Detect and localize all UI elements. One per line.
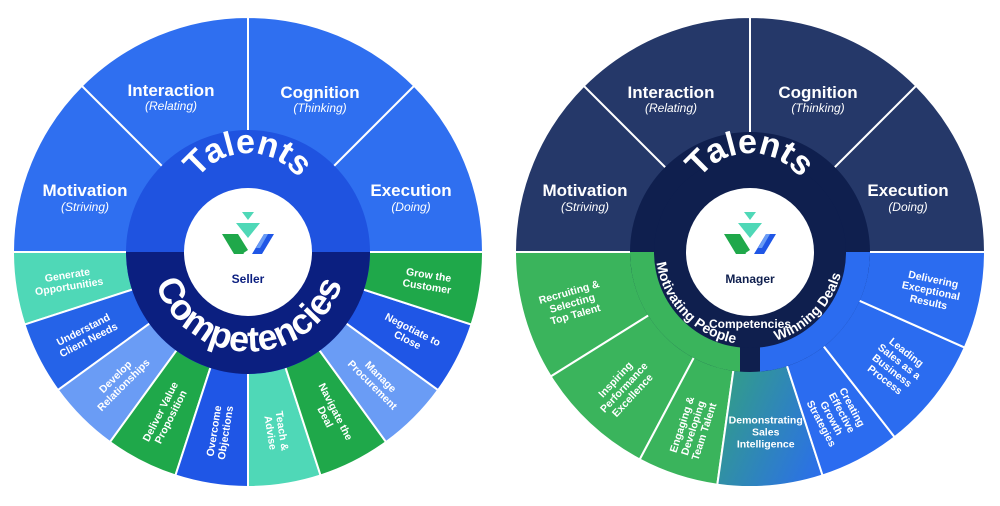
seller-competency-label: Teach &Advise xyxy=(261,410,291,454)
manager-center-disc xyxy=(686,188,814,316)
manager-talent-interaction: Interaction xyxy=(628,83,715,102)
manager-competency-label-line: Intelligence xyxy=(737,438,795,450)
manager-competency-label-line: Demonstrating xyxy=(729,414,803,426)
manager-talent-execution-sub: (Doing) xyxy=(888,200,927,214)
manager-talent-cognition-sub: (Thinking) xyxy=(791,101,844,115)
manager-talent-motivation-sub: (Striving) xyxy=(561,200,609,214)
seller-center-label: Seller xyxy=(232,272,265,286)
manager-competency-label-line: Sales xyxy=(752,426,780,438)
seller-talent-motivation: Motivation xyxy=(43,181,128,200)
seller-logo-icon xyxy=(222,212,274,254)
seller-talent-execution: Execution xyxy=(370,181,451,200)
seller-talent-motivation-sub: (Striving) xyxy=(61,200,109,214)
manager-wheel: Talents Competencies Motivating People W… xyxy=(513,15,987,488)
seller-talent-cognition-sub: (Thinking) xyxy=(293,101,346,115)
seller-talent-execution-sub: (Doing) xyxy=(391,200,430,214)
manager-talent-motivation: Motivation xyxy=(543,181,628,200)
manager-talent-cognition: Cognition xyxy=(778,83,857,102)
manager-center-label: Manager xyxy=(725,272,775,286)
manager-competency-labels: Recruiting &SelectingTop TalentInspiring… xyxy=(538,269,961,462)
manager-talent-execution: Execution xyxy=(867,181,948,200)
seller-talent-interaction-sub: (Relating) xyxy=(145,99,197,113)
seller-center-disc xyxy=(184,188,312,316)
manager-talent-interaction-sub: (Relating) xyxy=(645,101,697,115)
seller-talent-cognition: Cognition xyxy=(280,83,359,102)
manager-competencies-title: Competencies xyxy=(709,317,791,331)
manager-logo-icon xyxy=(724,212,776,254)
seller-competency-label-line: Advise xyxy=(261,415,278,451)
seller-wheel: Talents Competencies Seller Interaction … xyxy=(11,15,485,489)
seller-talent-interaction: Interaction xyxy=(128,81,215,100)
